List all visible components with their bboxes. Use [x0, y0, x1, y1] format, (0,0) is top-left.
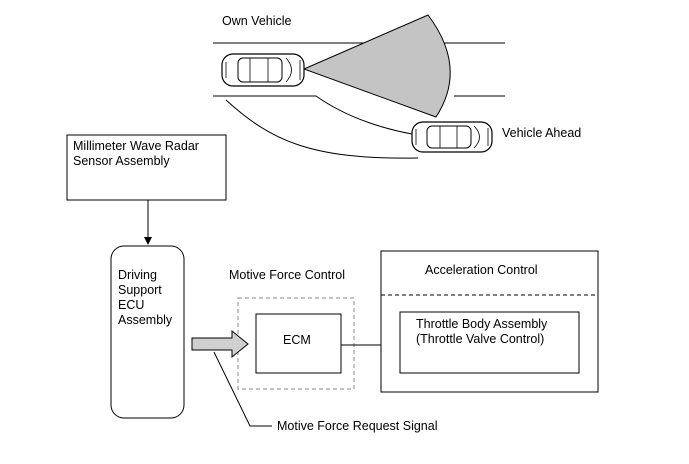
- road-curve-lower: [225, 99, 419, 159]
- ecm-box: [255, 313, 342, 374]
- acceleration-control-label: Acceleration Control: [425, 263, 538, 277]
- motive-force-request-signal-label: Motive Force Request Signal: [277, 419, 438, 433]
- ecu-line2: Support: [118, 283, 162, 297]
- ecu-line1: Driving: [118, 268, 157, 282]
- vehicle-ahead-car: [411, 121, 493, 153]
- road-bottom-line: [213, 95, 413, 135]
- throttle-body-box: [399, 311, 580, 374]
- ecu-line4: Assembly: [118, 313, 173, 327]
- motive-force-signal-arrow: [191, 329, 249, 359]
- radar-beam: [302, 14, 451, 118]
- radar-sensor-line1: Millimeter Wave Radar: [73, 139, 199, 153]
- ecm-label: ECM: [283, 333, 311, 347]
- ecu-label: Driving Support ECU Assembly: [118, 268, 172, 328]
- throttle-line1: Throttle Body Assembly: [416, 317, 548, 331]
- radar-sensor-label: Millimeter Wave Radar Sensor Assembly: [73, 139, 199, 169]
- ecu-line3: ECU: [118, 298, 145, 312]
- throttle-line2: (Throttle Valve Control): [416, 332, 545, 346]
- own-vehicle-label: Own Vehicle: [222, 14, 292, 28]
- motive-force-control-label: Motive Force Control: [229, 268, 346, 282]
- vehicle-ahead-label: Vehicle Ahead: [502, 126, 582, 140]
- radar-sensor-box: [66, 134, 227, 201]
- motive-force-control-box: [237, 297, 355, 390]
- own-vehicle-car: [221, 53, 305, 87]
- radar-sensor-line2: Sensor Assembly: [73, 154, 170, 168]
- ecu-box: [110, 245, 185, 419]
- throttle-body-label: Throttle Body Assembly (Throttle Valve C…: [416, 317, 547, 347]
- signal-leader-line: [213, 351, 272, 427]
